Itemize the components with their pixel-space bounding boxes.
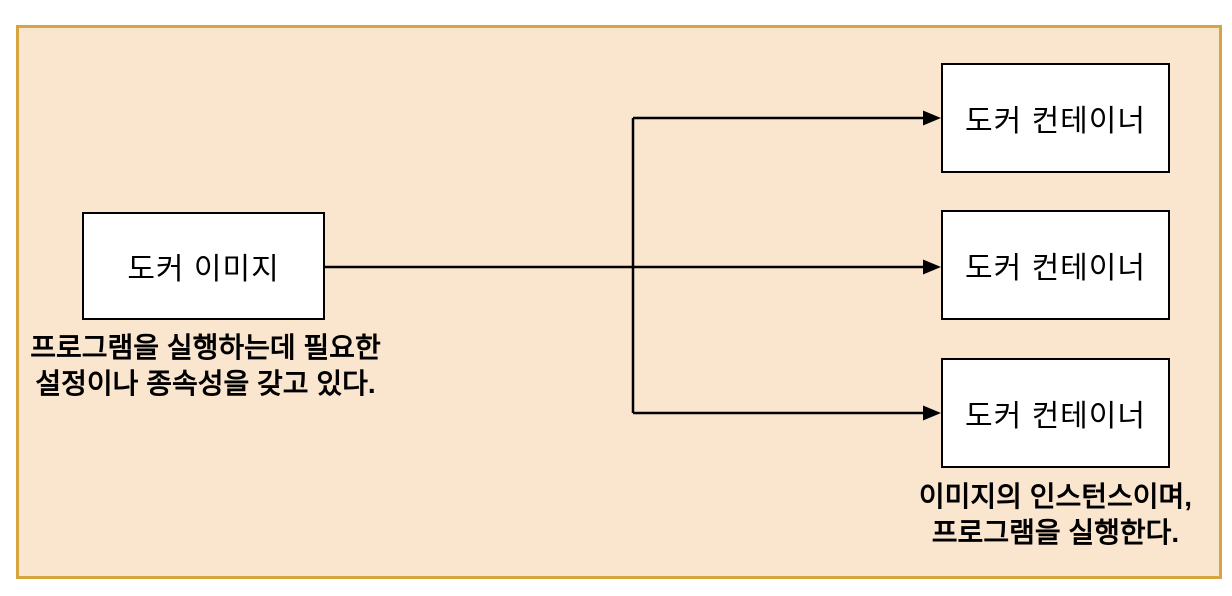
docker-container-node-3: 도커 컨테이너 bbox=[941, 358, 1170, 468]
docker-container-label: 도커 컨테이너 bbox=[965, 252, 1146, 285]
caption-line: 프로그램을 실행한다. bbox=[931, 517, 1180, 548]
caption-line: 프로그램을 실행하는데 필요한 bbox=[30, 332, 381, 363]
caption-line: 설정이나 종속성을 갖고 있다. bbox=[35, 368, 376, 399]
docker-container-caption: 이미지의 인스턴스이며, 프로그램을 실행한다. bbox=[878, 479, 1232, 551]
caption-line: 이미지의 인스턴스이며, bbox=[918, 481, 1193, 512]
docker-image-node: 도커 이미지 bbox=[82, 212, 325, 320]
docker-image-caption: 프로그램을 실행하는데 필요한 설정이나 종속성을 갖고 있다. bbox=[8, 330, 403, 402]
docker-container-label: 도커 컨테이너 bbox=[965, 105, 1146, 138]
docker-container-label: 도커 컨테이너 bbox=[965, 400, 1146, 433]
docker-container-node-2: 도커 컨테이너 bbox=[941, 210, 1170, 320]
docker-container-node-1: 도커 컨테이너 bbox=[941, 63, 1170, 173]
docker-image-label: 도커 이미지 bbox=[127, 253, 280, 286]
